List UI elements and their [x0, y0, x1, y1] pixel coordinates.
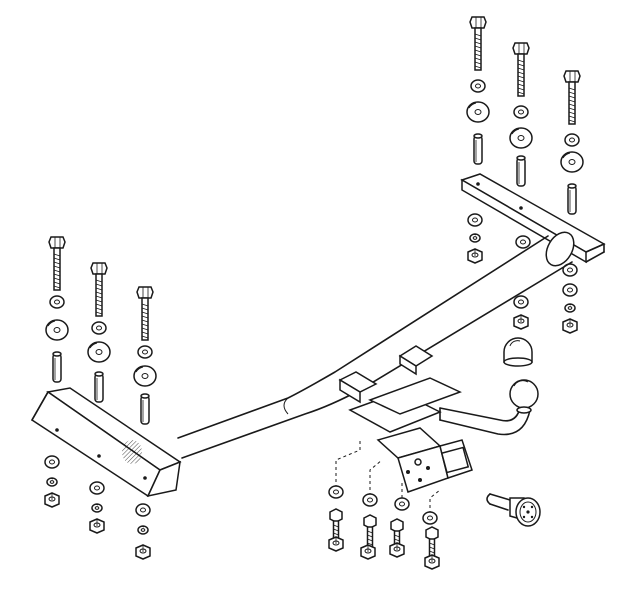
spring-washer: [91, 503, 103, 513]
center-clamp-brackets: [338, 345, 434, 404]
hex-bolt: [136, 286, 154, 341]
flat-washer: [467, 213, 483, 227]
flat-washer: [328, 485, 344, 499]
spacer-sleeve: [52, 351, 62, 383]
flat-washer: [515, 235, 531, 249]
flat-washer: [44, 455, 60, 469]
flat-washer: [513, 105, 529, 119]
flat-washer: [422, 511, 438, 525]
hex-bolt: [90, 262, 108, 317]
spacer-sleeve: [567, 183, 577, 215]
flat-washer: [87, 341, 111, 363]
flat-washer: [562, 283, 578, 297]
hex-nut: [328, 536, 344, 552]
flat-washer: [470, 79, 486, 93]
hex-bolt: [512, 42, 530, 97]
flat-washer: [394, 497, 410, 511]
flat-washer: [362, 493, 378, 507]
hex-nut: [424, 554, 440, 570]
flat-washer: [560, 151, 584, 173]
hex-nut: [513, 314, 529, 330]
hex-nut: [44, 492, 60, 508]
tow-ball: [509, 379, 539, 414]
hex-nut: [562, 318, 578, 334]
spacer-sleeve: [94, 371, 104, 403]
flat-washer: [564, 133, 580, 147]
flat-washer: [466, 101, 490, 123]
center-lower-hardware: [328, 485, 440, 570]
spring-washer: [46, 477, 58, 487]
hex-bolt: [48, 236, 66, 291]
flat-washer: [135, 503, 151, 517]
left-mounting-bracket: [30, 387, 182, 498]
flat-washer: [509, 127, 533, 149]
socket-mounting-plate: [376, 427, 473, 493]
spring-washer: [137, 525, 149, 535]
spring-washer: [564, 303, 576, 313]
hex-nut: [89, 518, 105, 534]
flat-washer: [137, 345, 153, 359]
hex-bolt: [363, 514, 377, 550]
electrical-socket-plug: [486, 493, 541, 527]
flat-washer: [133, 365, 157, 387]
hex-nut: [360, 544, 376, 560]
tow-ball-cover: [503, 337, 533, 367]
flat-washer: [89, 481, 105, 495]
hex-nut: [389, 542, 405, 558]
spacer-sleeve: [140, 393, 150, 425]
spring-washer: [469, 233, 481, 243]
hex-nut: [135, 544, 151, 560]
hex-bolt: [563, 70, 581, 125]
flat-washer: [91, 321, 107, 335]
spacer-sleeve: [473, 133, 483, 165]
right-mounting-bracket: [460, 173, 606, 264]
tow-ball-arm: [348, 377, 531, 436]
flat-washer: [513, 295, 529, 309]
hex-nut: [467, 248, 483, 264]
hex-bolt: [469, 16, 487, 71]
spacer-sleeve: [516, 155, 526, 187]
flat-washer: [45, 319, 69, 341]
flat-washer: [49, 295, 65, 309]
